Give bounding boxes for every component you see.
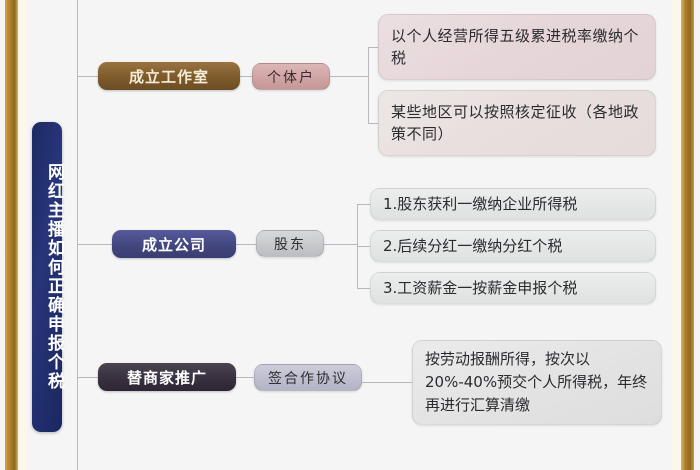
connector-gudong-stem [324, 244, 357, 245]
trunk-line [77, 0, 78, 470]
branch-node-studio[interactable]: 成立工作室 [98, 62, 240, 90]
sub-node-individual-business[interactable]: 个体户 [252, 63, 330, 90]
gold-rail-left [5, 0, 18, 470]
connector-geti-fork [368, 47, 369, 123]
connector-root-to-promote [77, 377, 98, 378]
branch-node-promote[interactable]: 替商家推广 [98, 363, 236, 391]
detail-box-company-1: 1.股东获利一缴纳企业所得税 [370, 188, 656, 220]
connector-company-to-gudong [236, 244, 256, 245]
sub-node-shareholder[interactable]: 股东 [256, 230, 324, 257]
connector-root-to-studio [77, 76, 98, 77]
gold-rail-right [681, 0, 694, 470]
connector-geti-stem [330, 76, 368, 77]
connector-gudong-to-detail-3 [357, 288, 370, 289]
connector-gudong-to-detail-1 [357, 204, 370, 205]
cream-rail-left [18, 0, 27, 470]
sub-node-sign-agreement[interactable]: 签合作协议 [254, 364, 362, 391]
connector-xieyi-to-detail [362, 382, 412, 383]
detail-box-studio-1: 以个人经营所得五级累进税率缴纳个税 [378, 14, 656, 80]
connector-gudong-to-detail-2 [357, 246, 370, 247]
connector-root-to-company [77, 244, 112, 245]
detail-box-company-2: 2.后续分红一缴纳分红个税 [370, 230, 656, 262]
root-node-title[interactable]: 网红主播如何正确申报个税 [32, 122, 64, 432]
branch-node-company[interactable]: 成立公司 [112, 230, 236, 258]
connector-geti-to-detail-1 [368, 47, 378, 48]
detail-box-promote-1: 按劳动报酬所得，按次以20%-40%预交个人所得税，年终再进行汇算清缴 [412, 340, 662, 425]
detail-box-company-3: 3.工资薪金一按薪金申报个税 [370, 272, 656, 304]
connector-studio-to-geti [240, 76, 252, 77]
connector-promote-to-xieyi [236, 377, 254, 378]
detail-box-studio-2: 某些地区可以按照核定征收（各地政策不同） [378, 90, 656, 156]
cream-rail-right [672, 0, 681, 470]
connector-geti-to-detail-2 [368, 123, 378, 124]
